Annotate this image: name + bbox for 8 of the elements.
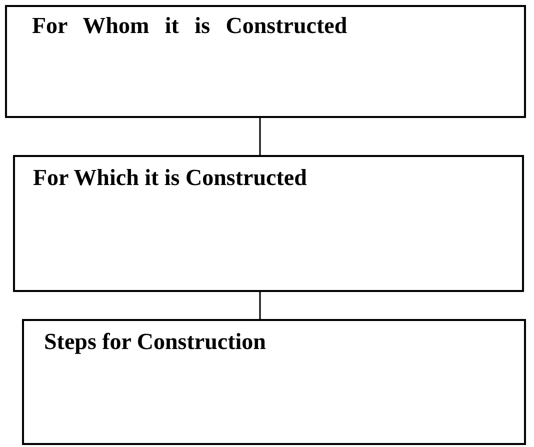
box-title: Steps for Construction bbox=[44, 329, 266, 355]
box-title: For Whom it is Constructed bbox=[32, 13, 348, 39]
text-box bbox=[13, 155, 524, 292]
connector-line bbox=[259, 292, 261, 319]
text-box bbox=[22, 319, 526, 445]
text-box bbox=[5, 5, 526, 118]
connector-line bbox=[259, 118, 261, 155]
box-title: For Which it is Constructed bbox=[33, 165, 307, 191]
